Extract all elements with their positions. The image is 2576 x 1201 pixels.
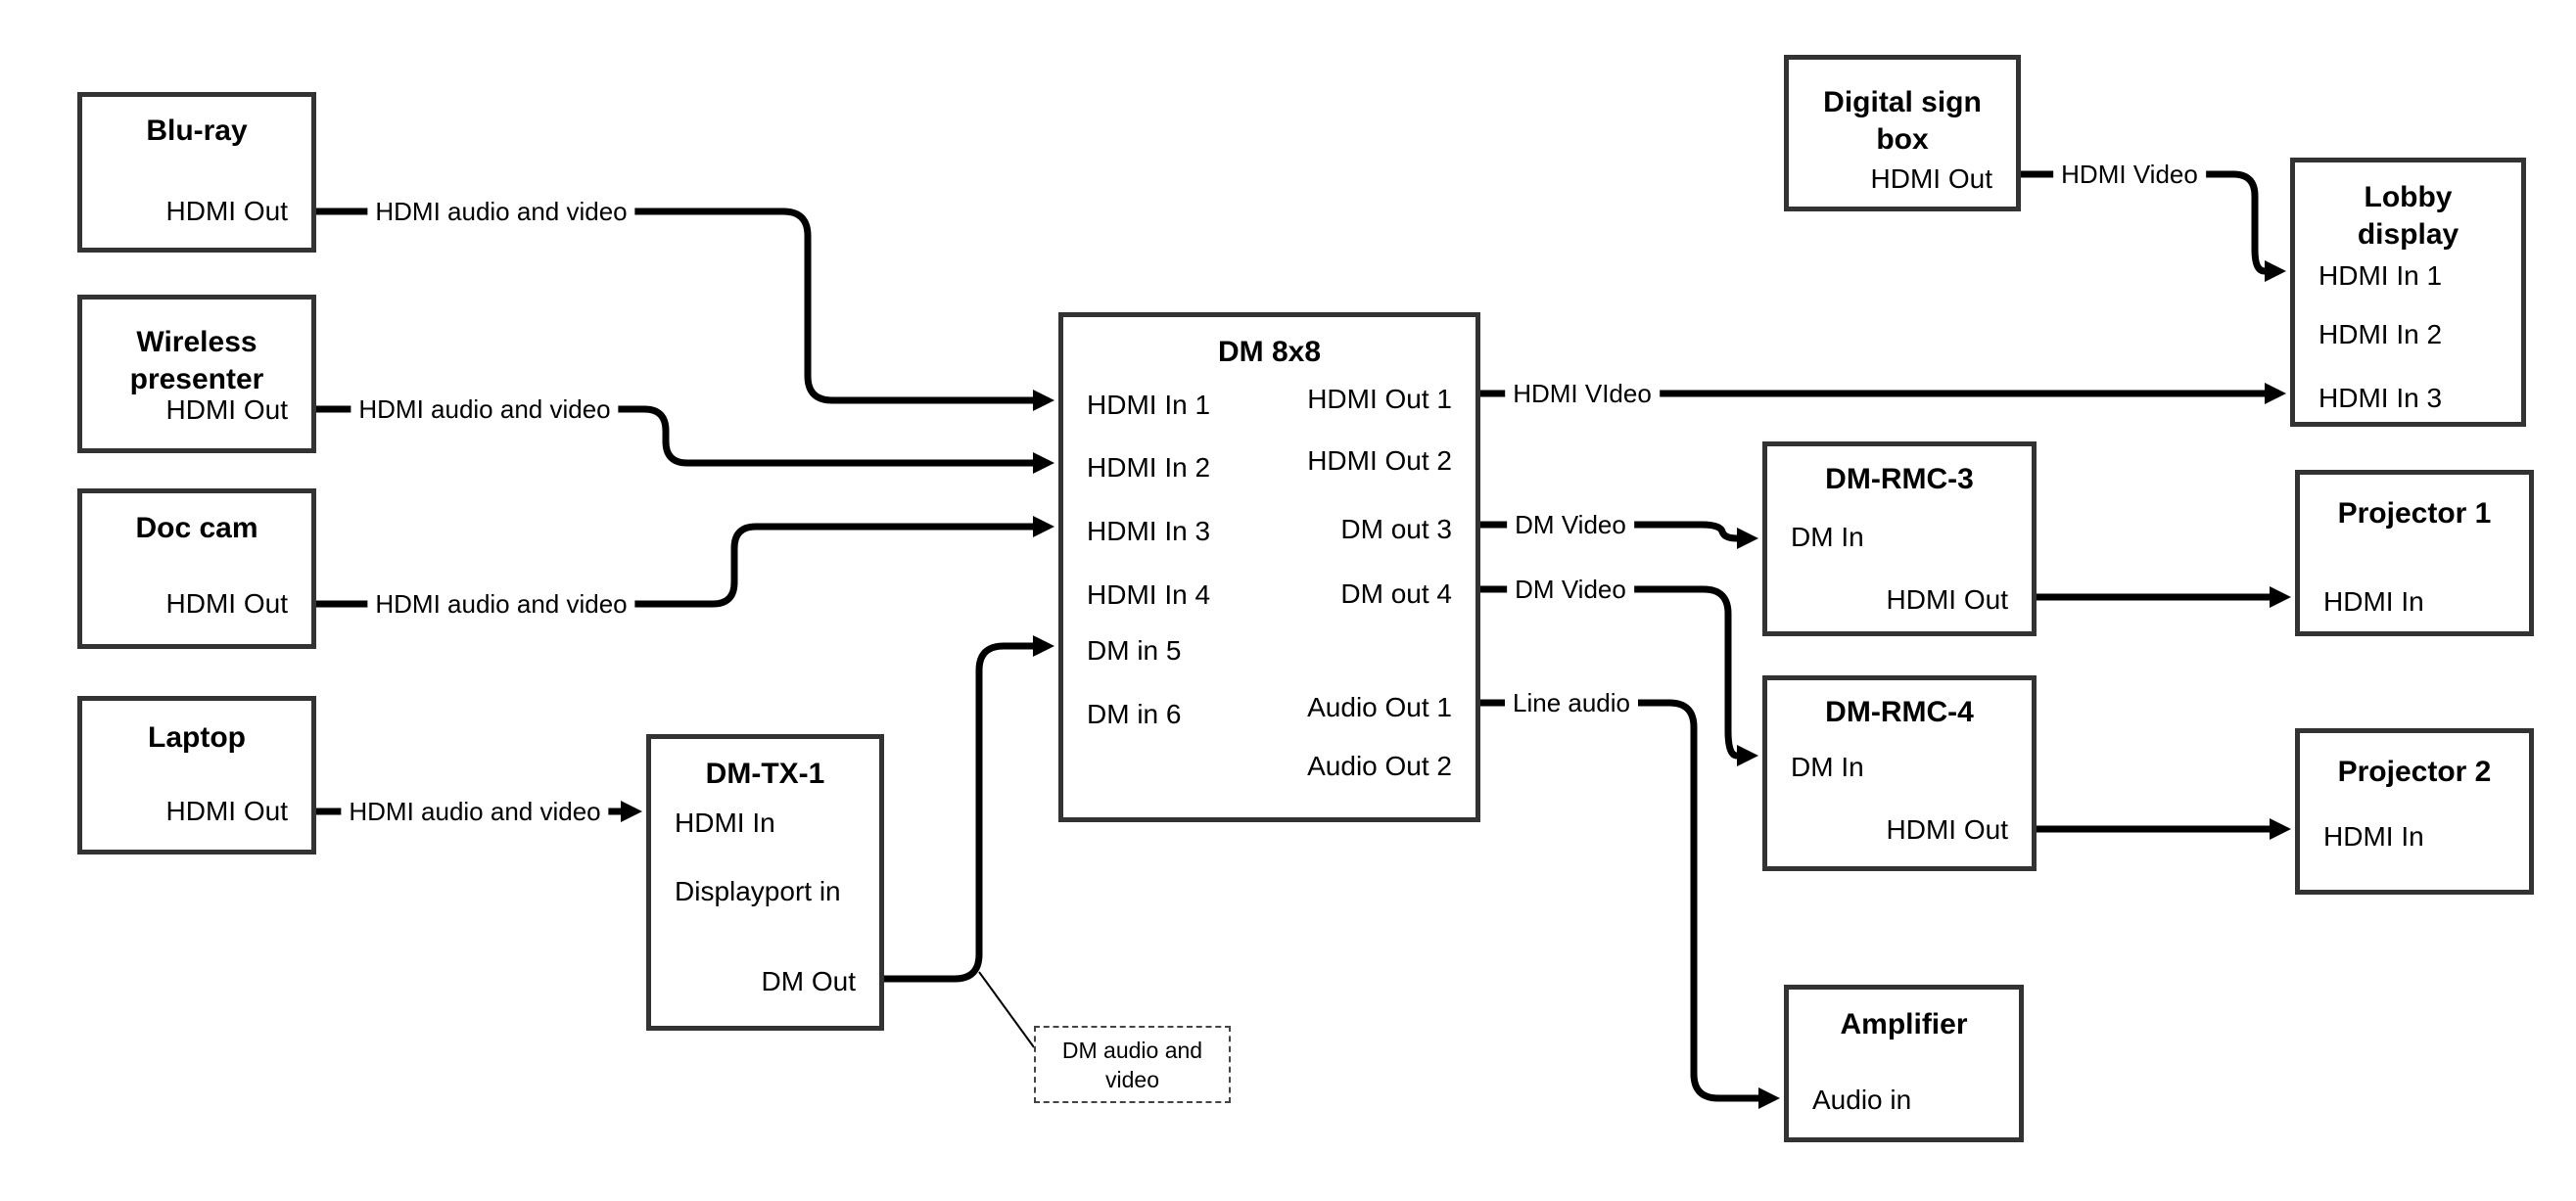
port-dm-8x8-hdmi-in-1: HDMI In 1 xyxy=(1087,390,1211,420)
node-projector-2: Projector 2 HDMI In xyxy=(2295,728,2534,895)
node-title: Blu-ray xyxy=(82,113,311,150)
node-title-line: DM 8x8 xyxy=(1217,336,1322,368)
node-title: Digital sign box xyxy=(1789,84,2016,159)
node-title: Projector 1 xyxy=(2300,495,2529,532)
port-dm-rmc-4-hdmi-out: HDMI Out xyxy=(1886,814,2008,845)
edge-dm-out-to-dm-in-5 xyxy=(884,635,1054,983)
port-blu-ray-hdmi-out: HDMI Out xyxy=(165,196,288,226)
node-title-line: Doc cam xyxy=(135,512,258,544)
note-text-line: video xyxy=(1105,1066,1159,1092)
node-title: Wireless presenter xyxy=(82,324,311,398)
port-dm-rmc-4-dm-in: DM In xyxy=(1791,752,1864,782)
port-digital-sign-box-hdmi-out: HDMI Out xyxy=(1870,163,1992,194)
port-lobby-display-hdmi-in-2: HDMI In 2 xyxy=(2318,319,2443,349)
node-title-line: presenter xyxy=(129,363,264,395)
edge-label-wireless-to-hdmi-in-2: HDMI audio and video xyxy=(351,393,619,425)
edge-label-blu-ray-to-hdmi-in-1: HDMI audio and video xyxy=(367,196,635,227)
port-dm-8x8-hdmi-in-4: HDMI In 4 xyxy=(1087,579,1211,610)
port-dm-8x8-dm-in-6: DM in 6 xyxy=(1087,699,1182,729)
edge-label-dm-out-3-to-rmc-3: DM Video xyxy=(1507,509,1634,540)
node-title-line: Projector 2 xyxy=(2337,756,2492,788)
edge-blu-ray-to-hdmi-in-1 xyxy=(316,208,1054,411)
port-dm-8x8-dm-in-5: DM in 5 xyxy=(1087,635,1182,666)
edge-dm-out-3-to-rmc-3 xyxy=(1480,521,1758,549)
node-title: Projector 2 xyxy=(2300,754,2529,791)
node-title: Laptop xyxy=(82,719,311,757)
node-dm-rmc-4: DM-RMC-4 DM In HDMI Out xyxy=(1762,675,2037,871)
port-dm-8x8-audio-out-2: Audio Out 2 xyxy=(1307,751,1452,781)
edge-digital-sign-to-lobby xyxy=(2021,170,2286,282)
edge-wireless-to-hdmi-in-2 xyxy=(316,405,1054,474)
edge-doc-cam-to-hdmi-in-3 xyxy=(316,516,1054,608)
node-title-line: Lobby xyxy=(2364,181,2453,213)
port-dm-8x8-hdmi-in-3: HDMI In 3 xyxy=(1087,516,1211,546)
edge-label-digital-sign-to-lobby: HDMI Video xyxy=(2053,159,2206,190)
node-title: DM-TX-1 xyxy=(651,756,879,793)
node-title: Doc cam xyxy=(82,510,311,547)
port-dm-tx-1-displayport-in: Displayport in xyxy=(675,876,841,906)
node-title-line: DM-TX-1 xyxy=(705,758,825,790)
port-dm-tx-1-hdmi-in: HDMI In xyxy=(675,808,775,838)
port-projector-2-hdmi-in: HDMI In xyxy=(2323,821,2424,852)
port-lobby-display-hdmi-in-3: HDMI In 3 xyxy=(2318,383,2443,413)
node-title-line: Amplifier xyxy=(1840,1008,1968,1040)
node-title: DM-RMC-3 xyxy=(1767,461,2032,498)
port-dm-8x8-hdmi-out-2: HDMI Out 2 xyxy=(1307,445,1452,476)
port-dm-tx-1-dm-out: DM Out xyxy=(761,966,856,996)
edge-label-dm-out-4-to-rmc-4: DM Video xyxy=(1507,574,1634,605)
port-projector-1-hdmi-in: HDMI In xyxy=(2323,586,2424,617)
port-dm-8x8-dm-out-3: DM out 3 xyxy=(1340,514,1452,544)
edge-label-laptop-to-dm-tx-1: HDMI audio and video xyxy=(341,796,609,827)
node-title-line: Wireless xyxy=(136,326,258,358)
port-dm-8x8-hdmi-in-2: HDMI In 2 xyxy=(1087,452,1211,483)
node-title: Lobby display xyxy=(2295,179,2521,254)
edge-audio-out-1-to-amplifier xyxy=(1480,699,1780,1109)
port-dm-rmc-3-hdmi-out: HDMI Out xyxy=(1886,584,2008,615)
edge-label-doc-cam-to-hdmi-in-3: HDMI audio and video xyxy=(367,588,635,620)
port-dm-rmc-3-dm-in: DM In xyxy=(1791,522,1864,552)
port-dm-8x8-hdmi-out-1: HDMI Out 1 xyxy=(1307,384,1452,414)
edge-dm-out-4-to-rmc-4 xyxy=(1480,585,1758,766)
port-doc-cam-hdmi-out: HDMI Out xyxy=(165,588,288,619)
port-dm-8x8-dm-out-4: DM out 4 xyxy=(1340,578,1452,609)
node-title-line: Laptop xyxy=(148,721,246,754)
node-title-line: box xyxy=(1876,123,1929,156)
node-title-line: Digital sign xyxy=(1823,86,1982,118)
node-title-line: DM-RMC-3 xyxy=(1825,463,1974,495)
node-title: DM-RMC-4 xyxy=(1767,694,2032,731)
node-title-line: DM-RMC-4 xyxy=(1825,696,1974,728)
edge-callout-line xyxy=(978,971,1035,1048)
edge-label-hdmi-out-1-to-lobby: HDMI VIdeo xyxy=(1505,378,1660,409)
edge-label-audio-out-1-to-amplifier: Line audio xyxy=(1505,687,1638,718)
node-title-line: display xyxy=(2357,218,2459,251)
node-projector-1: Projector 1 HDMI In xyxy=(2295,470,2534,636)
port-dm-8x8-audio-out-1: Audio Out 1 xyxy=(1307,692,1452,722)
node-title-line: Blu-ray xyxy=(146,115,248,147)
port-lobby-display-hdmi-in-1: HDMI In 1 xyxy=(2318,260,2443,291)
port-amplifier-audio-in: Audio in xyxy=(1812,1085,1912,1115)
port-laptop-hdmi-out: HDMI Out xyxy=(165,796,288,826)
note-dm-audio-video-note: DM audio and video xyxy=(1034,1026,1231,1103)
node-title-line: Projector 1 xyxy=(2337,497,2492,530)
node-dm-rmc-3: DM-RMC-3 DM In HDMI Out xyxy=(1762,441,2037,636)
node-title: Amplifier xyxy=(1789,1006,2019,1043)
port-wireless-presenter-hdmi-out: HDMI Out xyxy=(165,394,288,425)
node-title: DM 8x8 xyxy=(1063,334,1475,371)
note-text-line: DM audio and xyxy=(1061,1037,1203,1063)
